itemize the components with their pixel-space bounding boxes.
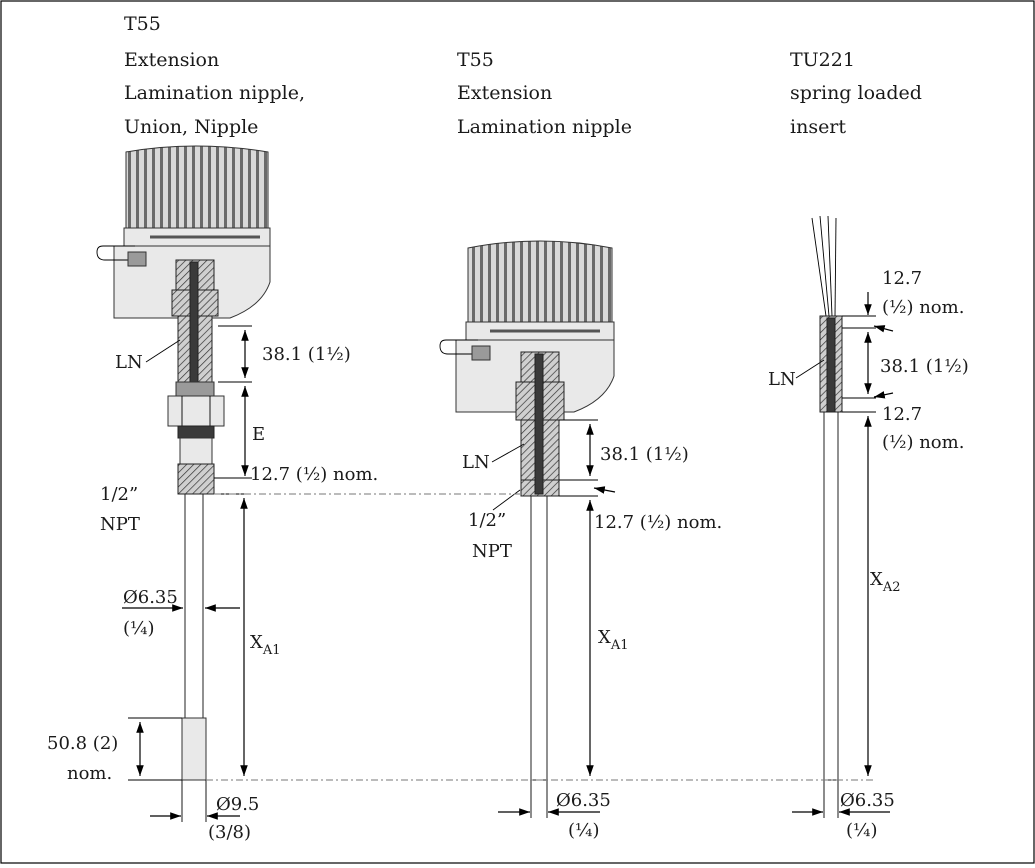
- left-dim-stem-dia-1: Ø6.35: [123, 587, 178, 608]
- left-dim-thread: 12.7 (½) nom.: [250, 464, 378, 485]
- right-title-line-1: TU221: [790, 49, 855, 71]
- left-tip: [181, 717, 207, 781]
- left-dim-e: E: [252, 424, 265, 445]
- middle-title-line-2: Extension: [457, 82, 552, 104]
- left-thread-label-2: NPT: [100, 514, 140, 535]
- left-title-line-3: Lamination nipple,: [124, 82, 305, 104]
- left-union-top: [175, 381, 215, 397]
- right-dim-dia-2: (¼): [846, 820, 878, 841]
- right-title-line-3: insert: [790, 116, 846, 138]
- right-dim-xa: XA2: [870, 569, 901, 595]
- right-dim-top-1: 12.7: [882, 268, 922, 289]
- left-title-line-4: Union, Nipple: [124, 116, 258, 138]
- right-title-line-2: spring loaded: [790, 82, 922, 104]
- left-title-line-2: Extension: [124, 49, 219, 71]
- middle-thread-label-2: NPT: [472, 541, 512, 562]
- left-nipple: [179, 437, 213, 465]
- left-dim-stem-dia-2: (¼): [123, 618, 155, 639]
- middle-dim-dia-1: Ø6.35: [556, 790, 611, 811]
- left-label-ln: LN: [115, 352, 143, 373]
- left-stem: [184, 493, 204, 719]
- middle-thread-label-1: 1/2”: [468, 510, 506, 531]
- right-label-ln: LN: [768, 369, 796, 390]
- right-wires: [811, 215, 837, 317]
- left-npt-thread: [177, 463, 215, 495]
- middle-dim-xa: XA1: [598, 627, 629, 653]
- middle-dim-dia-2: (¼): [568, 820, 600, 841]
- left-assembly: T55 Extension Lamination nipple, Union, …: [47, 13, 378, 843]
- left-dim-ln-length: 38.1 (1½): [262, 344, 351, 365]
- left-dim-tip-dia-1: Ø9.5: [216, 794, 259, 815]
- left-union-hex: [167, 395, 225, 427]
- middle-dim-thread: 12.7 (½) nom.: [594, 512, 722, 533]
- middle-assembly: T55 Extension Lamination nipple LN 38.1 …: [439, 49, 722, 841]
- left-dim-tip-len-1: 50.8 (2): [47, 733, 118, 754]
- right-stem: [823, 411, 839, 781]
- left-housing: [96, 145, 271, 319]
- right-dim-ln-length: 38.1 (1½): [880, 356, 969, 377]
- middle-title-line-1: T55: [457, 49, 494, 71]
- right-dim-top-2: (½) nom.: [882, 297, 964, 318]
- right-dim-dia-1: Ø6.35: [840, 790, 895, 811]
- left-dim-tip-len-2: nom.: [67, 763, 112, 784]
- right-dim-bottom-2: (½) nom.: [882, 432, 964, 453]
- left-thread-label-1: 1/2”: [100, 484, 138, 505]
- middle-dim-ln-length: 38.1 (1½): [600, 444, 689, 465]
- right-dim-bottom-1: 12.7: [882, 404, 922, 425]
- right-assembly: TU221 spring loaded insert LN 12.7 (½) n…: [768, 49, 969, 841]
- left-dim-tip-dia-2: (3/8): [208, 822, 251, 843]
- middle-stem: [530, 495, 548, 781]
- left-title-line-1: T55: [124, 13, 161, 35]
- middle-title-line-3: Lamination nipple: [457, 116, 632, 138]
- middle-label-ln: LN: [462, 452, 490, 473]
- left-dim-xa: XA1: [250, 632, 281, 658]
